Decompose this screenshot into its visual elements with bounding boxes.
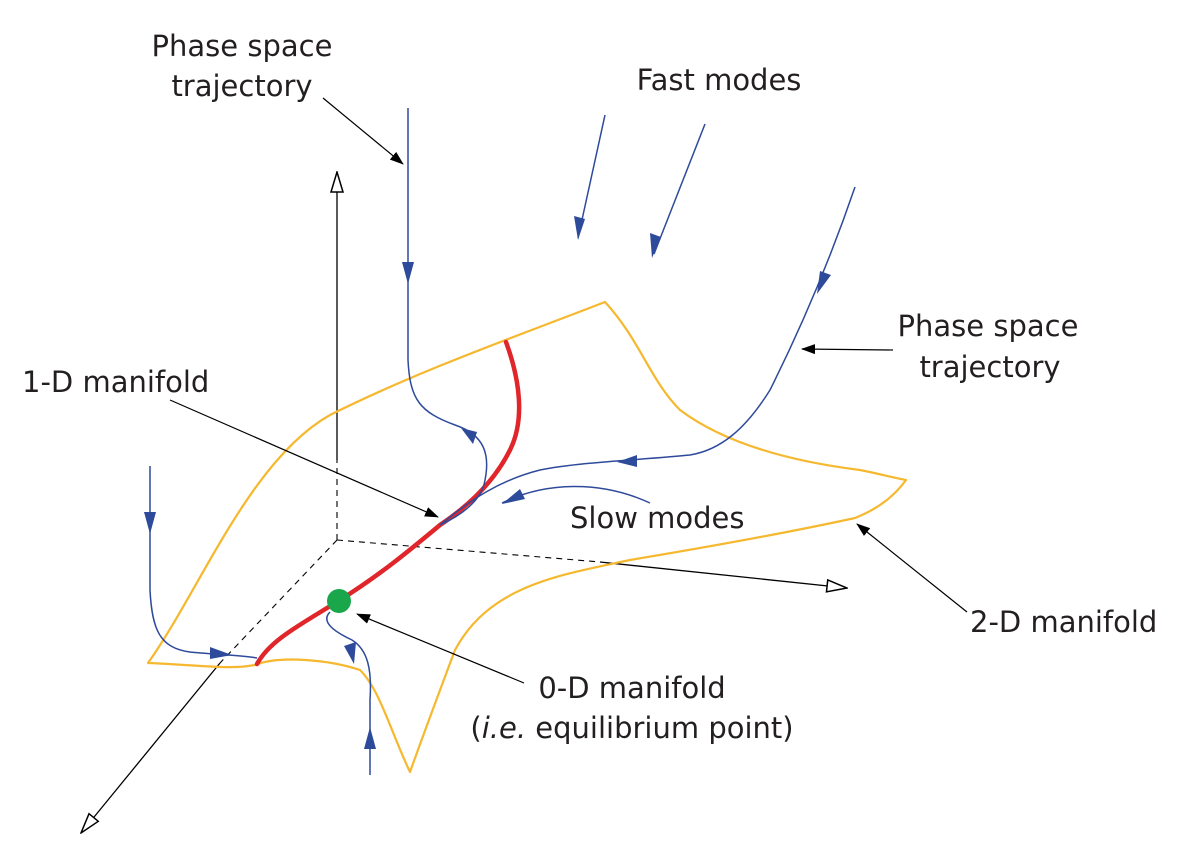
pointer-phase-traj-right [801, 344, 894, 355]
label-phase-traj-right-1: Phase space [898, 309, 1079, 343]
trajectory-arrowheads [144, 216, 831, 749]
arrowhead-bottom [364, 727, 376, 749]
labels: Phase space trajectory Fast modes Phase … [22, 29, 1157, 745]
pointer-zero-d-manifold [356, 613, 525, 684]
pointer-phase-traj-top [322, 97, 404, 165]
horizontal-axis [599, 561, 847, 588]
arrowhead-fast-1 [574, 216, 585, 240]
trajectory-top [407, 108, 488, 526]
arrowhead-right-surface [617, 455, 637, 467]
label-fast-modes: Fast modes [637, 63, 802, 97]
trajectory-left [149, 466, 258, 659]
trajectory-right [439, 186, 856, 526]
pointer-two-d-manifold [856, 523, 968, 613]
two-d-manifold-surface [146, 300, 908, 774]
label-slow-modes: Slow modes [570, 501, 745, 535]
label-phase-traj-top-1: Phase space [152, 29, 333, 63]
label-pointers [169, 97, 968, 684]
label-zero-d-2: (i.e. equilibrium point) [470, 711, 793, 745]
arrowhead-top-surface [461, 428, 477, 444]
one-d-manifold-curve [254, 339, 522, 667]
label-phase-traj-top-2: trajectory [171, 69, 312, 103]
equilibrium-point [327, 589, 351, 613]
label-one-d-manifold: 1-D manifold [22, 365, 209, 399]
pointer-one-d-manifold [169, 399, 439, 518]
trajectory-bottom [326, 611, 372, 775]
phase-trajectories [149, 108, 856, 775]
label-two-d-manifold: 2-D manifold [970, 605, 1157, 639]
depth-axis-hidden [219, 539, 338, 664]
fast-mode-arrow-1 [577, 114, 606, 239]
arrowhead-slow [502, 489, 525, 504]
depth-axis [81, 662, 221, 833]
label-zero-d-1: 0-D manifold [538, 671, 725, 705]
arrowhead-fast-2 [650, 233, 661, 258]
arrowhead-left [144, 512, 156, 534]
arrowhead-left-surface [210, 647, 232, 659]
label-phase-traj-right-2: trajectory [919, 350, 1060, 384]
arrowhead-bottom-upper [344, 642, 356, 664]
arrowhead-top [402, 262, 414, 284]
horizontal-axis-hidden [336, 539, 601, 563]
fast-mode-arrow-2 [653, 123, 706, 255]
arrowhead-right [817, 271, 831, 294]
